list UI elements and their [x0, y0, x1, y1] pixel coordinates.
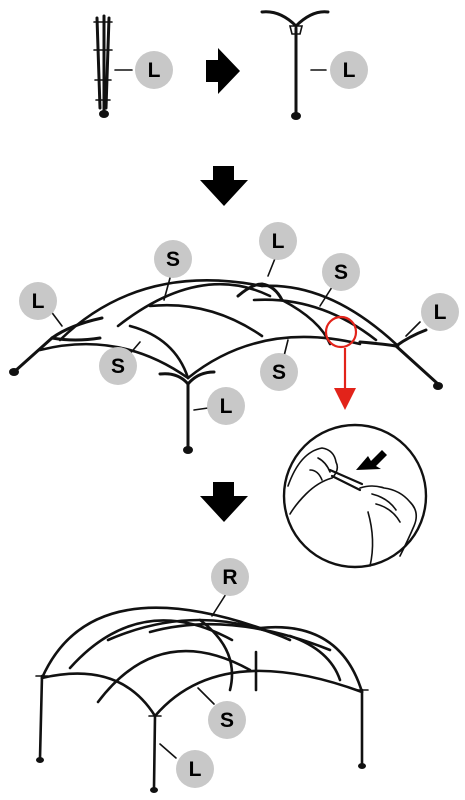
- arrow-icon: [200, 482, 248, 522]
- svg-text:S: S: [334, 261, 348, 284]
- leg-label-badge: L: [330, 51, 368, 89]
- leg-label-badge: L: [207, 387, 245, 425]
- arrow-icon: [200, 166, 248, 206]
- short-pole-label-badge: S: [208, 701, 246, 739]
- leg-label-badge: L: [259, 222, 297, 260]
- short-pole-label-badge: S: [99, 347, 137, 385]
- leg-label-badge: L: [135, 51, 173, 89]
- leg-label-badge: L: [421, 293, 459, 331]
- leg-label-badge: L: [176, 750, 214, 788]
- hand-icon: [282, 423, 428, 569]
- svg-text:L: L: [189, 758, 202, 781]
- svg-text:S: S: [111, 355, 125, 378]
- svg-text:L: L: [32, 290, 45, 313]
- detail-callout: [324, 315, 358, 410]
- svg-text:L: L: [343, 59, 356, 82]
- svg-text:R: R: [222, 566, 237, 589]
- svg-text:L: L: [434, 301, 447, 324]
- svg-text:S: S: [220, 709, 234, 732]
- svg-text:L: L: [272, 230, 285, 253]
- short-pole-label-badge: S: [322, 253, 360, 291]
- svg-text:S: S: [166, 248, 180, 271]
- step-1-opened-leg: [260, 10, 330, 120]
- leg-label-badge: L: [19, 282, 57, 320]
- short-pole-label-badge: S: [154, 240, 192, 278]
- svg-text:L: L: [220, 395, 233, 418]
- arrow-icon: [206, 48, 240, 94]
- step-2-frame: [9, 255, 443, 454]
- roof-pole-label-badge: R: [211, 558, 249, 596]
- step-3-completed-frame: [35, 593, 369, 793]
- svg-text:S: S: [272, 361, 286, 384]
- svg-text:L: L: [148, 59, 161, 82]
- short-pole-label-badge: S: [260, 353, 298, 391]
- step-1-folded-leg: [93, 14, 133, 118]
